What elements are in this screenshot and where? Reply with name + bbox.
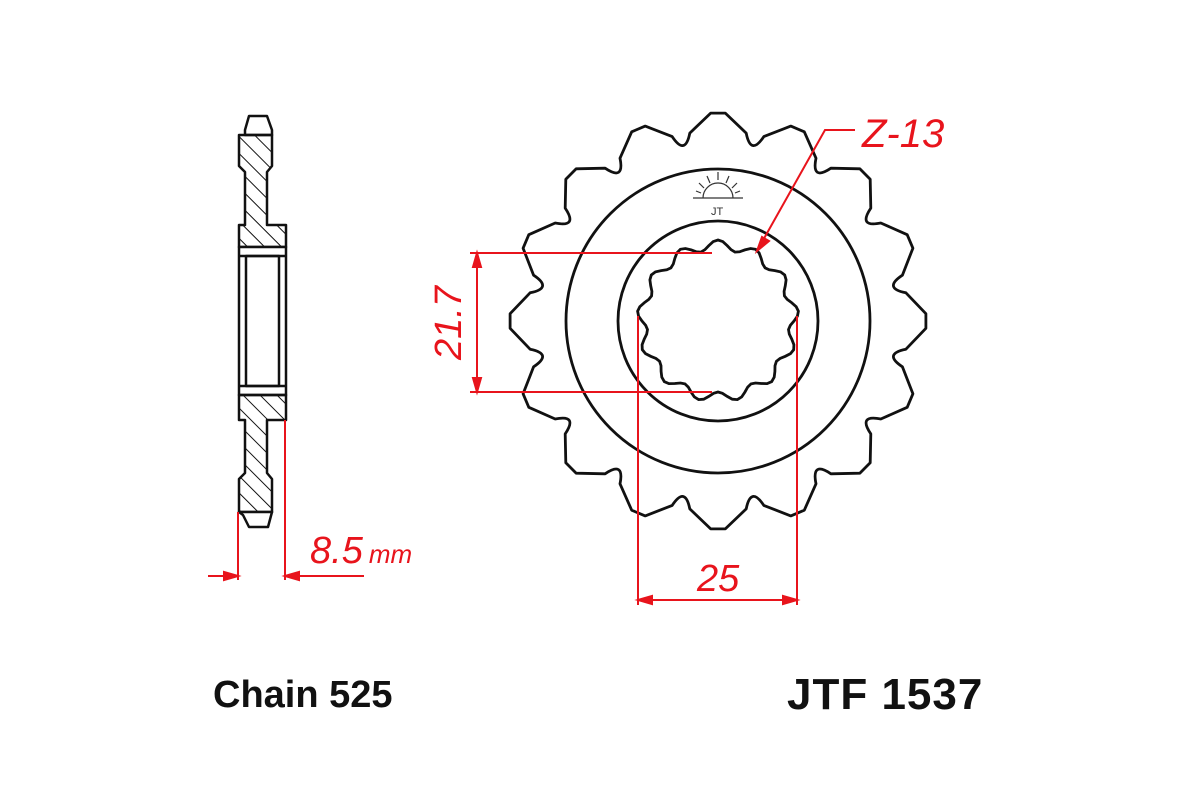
thickness-dimension (208, 420, 364, 582)
jt-sunrise-logo-icon: JT (693, 172, 743, 218)
outer-circle (564, 167, 872, 475)
tooth-count-leader (754, 129, 855, 255)
svg-text:JT: JT (711, 206, 724, 218)
part-number-label: JTF 1537 (787, 670, 984, 719)
spline-height-label: 25 (697, 558, 740, 600)
thickness-value: 8.5 (310, 530, 363, 572)
tooth-count-label: Z-13 (862, 112, 945, 156)
thickness-unit: mm (368, 539, 413, 569)
chain-size-label: Chain 525 (213, 674, 393, 716)
sprocket-teeth (508, 111, 928, 531)
spline-height-dimension (634, 316, 801, 606)
spline-width-label: 21.7 (428, 286, 470, 360)
inner-circle (616, 219, 820, 423)
spline-width-dimension (470, 249, 712, 396)
spline-bore (636, 238, 800, 402)
side-view (237, 114, 288, 529)
sprocket-outline (508, 111, 928, 531)
